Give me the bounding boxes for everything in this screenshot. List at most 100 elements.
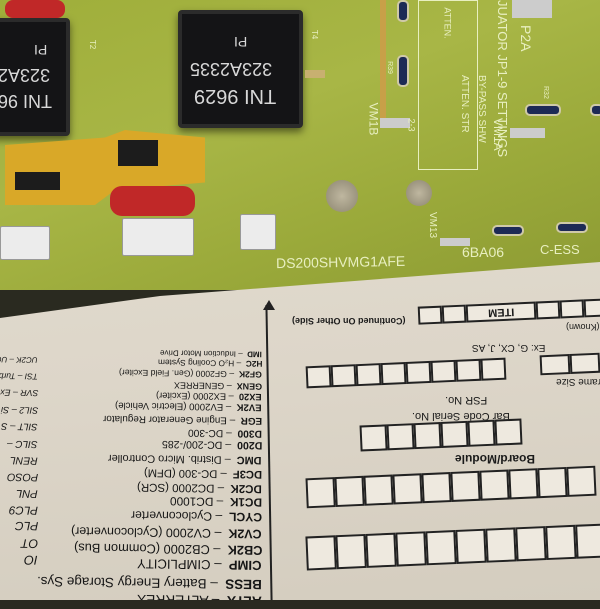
code-description: – DC-200/-285: [161, 437, 231, 451]
jumper: [440, 238, 470, 246]
label-vm1a: VM1A: [491, 118, 505, 151]
code-list-item: CV2K – CV2000 (Cycloconverter): [71, 524, 263, 541]
code: CYCL: [228, 509, 263, 525]
code-description: – Cycloconverter: [130, 508, 223, 524]
code-list-item: D200 – DC-200/-285: [161, 437, 263, 452]
label-p2a: P2A: [518, 25, 534, 52]
circuit-board: TNI 962 323A23 PI T2 TNI 9629 323A2335 P…: [0, 0, 600, 290]
code: DC1K: [229, 495, 263, 510]
jumper: [510, 128, 545, 138]
code-description: – Distrib. Micro Controller: [108, 451, 232, 466]
transformer-label: TNI 962: [0, 91, 53, 111]
code-list-item: DC1K – DC1000: [170, 494, 263, 510]
settings-top: ATTEN.: [442, 7, 453, 39]
settings-col2: ATTEN. STR: [459, 75, 470, 133]
code-list-item: IMD – Induction Motor Drive: [160, 348, 263, 359]
code-list-item: SIL2 – Si: [0, 404, 39, 415]
jumper: [512, 0, 552, 18]
connector: [122, 218, 194, 256]
code-description: – DC-300: [187, 426, 232, 439]
code: GF2K: [238, 369, 263, 380]
settings-table: [418, 0, 478, 170]
board-module-label: Board/Module: [455, 452, 535, 466]
jumper: [380, 118, 410, 128]
code-list-item: BESS – Battery Energy Storage Sys.: [37, 573, 262, 592]
code-description: – Engine Generator Regulator: [102, 412, 236, 426]
transformer-pi: PI: [34, 42, 48, 58]
ic-chip: [15, 172, 60, 190]
code: EV2K: [236, 401, 263, 413]
arrow-icon: [263, 300, 275, 310]
code-list-item: CYCL – Cycloconverter: [130, 508, 263, 525]
code-list-item: SILT – S: [1, 420, 39, 432]
code: CIMP: [229, 557, 263, 573]
code: DMC: [237, 453, 263, 466]
code-list-item: GF2K – GF2000 (Gen. Field Exciter): [119, 367, 263, 380]
code: CV2K: [228, 526, 263, 541]
revision-label: 6BA06: [462, 244, 505, 260]
transformer-right: TNI 9629 323A2335 PI: [178, 10, 303, 128]
code-list-item: CIMP – CIMPLICITY: [137, 556, 263, 573]
code-list-item: DC2K – DC2000 (SCR): [137, 480, 263, 495]
transformer-part: 323A2335: [190, 59, 273, 79]
code: D200: [236, 438, 263, 452]
code-list-item: POSO: [6, 470, 39, 483]
example-label: Ex: G, CX, J, AS: [472, 342, 546, 353]
code-list-item: EGR – Engine Generator Regulator: [102, 412, 263, 427]
code-list-item: PLC9: [8, 502, 39, 517]
code-list-item: D300 – DC-300: [187, 426, 263, 439]
code-description: – CV2000 (Cycloconverter): [71, 524, 222, 541]
transformer-pi: PI: [234, 34, 248, 50]
item-label: ITEM: [487, 305, 515, 319]
code-description: – GF2000 (Gen. Field Exciter): [119, 367, 235, 380]
fsr-boxes[interactable]: [305, 357, 507, 389]
serial-boxes-2[interactable]: [305, 523, 600, 571]
red-component: [110, 186, 195, 216]
code-list-item: OT: [20, 535, 39, 551]
frame-size-boxes[interactable]: [539, 352, 600, 376]
code-list-item: IO: [24, 552, 39, 568]
red-component: [5, 0, 65, 18]
code: DC2K: [230, 481, 263, 495]
label-vm1b: VM1B: [366, 102, 381, 136]
c-label: C-ESS: [540, 242, 580, 257]
serial-boxes-1[interactable]: [305, 465, 597, 509]
divider-line: [265, 305, 273, 600]
code-list-item: RENL: [10, 454, 39, 466]
item-boxes[interactable]: ITEM: [417, 297, 600, 325]
code-description: – EV2000 (Electric Vehicle): [115, 399, 232, 413]
code: D300: [237, 427, 263, 439]
transformer-label: TNI 9629: [194, 85, 277, 107]
code-description: – Battery Energy Storage Sys.: [37, 573, 219, 592]
wire: [380, 0, 386, 120]
code: H2C: [245, 358, 263, 370]
mounting-pad: [406, 180, 432, 206]
code: IMD: [247, 349, 263, 359]
code-list-item: EV2K – EV2000 (Electric Vehicle): [115, 399, 263, 413]
code-list-item: TSI – Turbi: [0, 370, 39, 382]
resistor-r39: [397, 55, 409, 87]
code-list-item: PNL: [16, 487, 39, 500]
code: GENX: [236, 381, 263, 392]
code-list-item: SILC –: [7, 437, 39, 449]
continued-note: (Continued On Other Side): [292, 316, 406, 326]
code-list-item: UC2K – UC2000: [0, 354, 39, 365]
code-description: – GENERREX: [173, 380, 232, 392]
code-description: – CB2000 (Common Bus): [73, 540, 221, 558]
code: DC3F: [232, 467, 263, 481]
code-description: – CIMPLICITY: [137, 556, 223, 573]
board-module-boxes[interactable]: [359, 418, 523, 452]
resistor: [492, 225, 524, 236]
resistor: [397, 0, 409, 22]
transformer-part: 323A23: [0, 65, 51, 85]
settings-value: 2-3: [406, 118, 417, 132]
code-list-item: H2C – H₂O Cooling System: [158, 358, 263, 370]
code-list-item: GENX – GENERREX: [173, 380, 263, 392]
code-list-item: PLC: [14, 518, 39, 534]
label-r32: R32: [542, 86, 549, 99]
label-t4: T4: [310, 29, 320, 40]
code-description: – DC2000 (SCR): [137, 480, 225, 494]
resistor: [556, 222, 588, 233]
code-list-item: CB2K – CB2000 (Common Bus): [73, 540, 262, 558]
code: EGR: [240, 414, 263, 427]
